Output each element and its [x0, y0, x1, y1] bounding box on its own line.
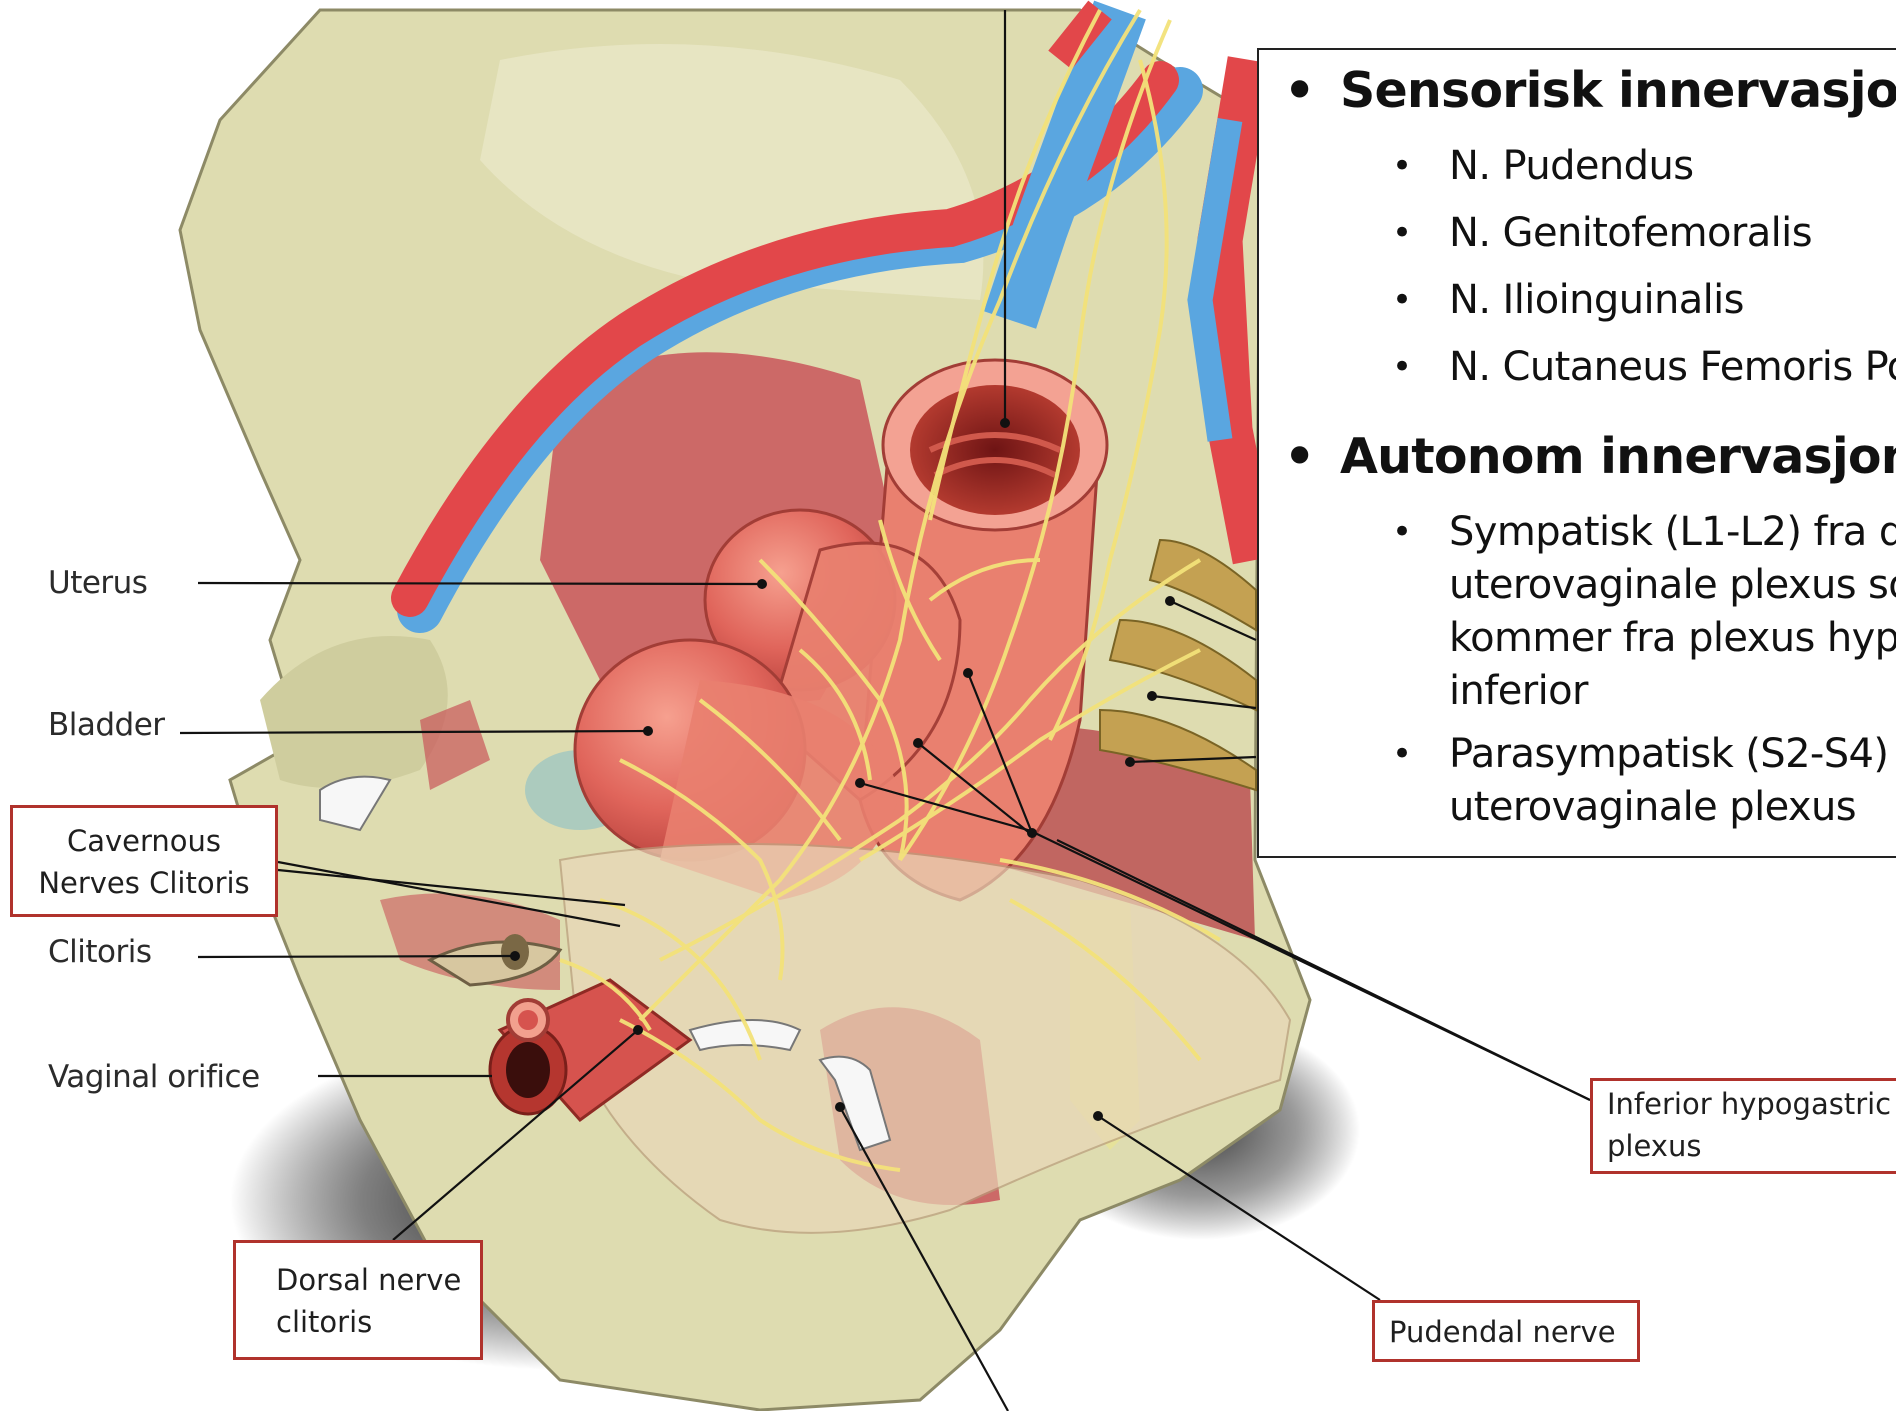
- label-line: Inferior hypogastric: [1607, 1083, 1896, 1125]
- bullet-icon: •: [1392, 140, 1411, 193]
- innervation-info-box: Sensorisk innervasjon • N. Pudendus • N.…: [1257, 48, 1896, 858]
- label-vaginal-orifice: Vaginal orifice: [48, 1059, 260, 1095]
- heading-text: Sensorisk innervasjon: [1340, 62, 1896, 119]
- label-line: clitoris: [276, 1301, 480, 1343]
- label-line: Nerves Clitoris: [13, 862, 275, 904]
- label-line: Dorsal nerve: [276, 1259, 480, 1301]
- label-line: plexus: [1607, 1125, 1896, 1167]
- bullet-icon: •: [1392, 728, 1411, 781]
- label-uterus: Uterus: [48, 565, 147, 601]
- item-text: Sympatisk (L1-L2) fra d: [1449, 506, 1896, 559]
- bullet-icon: •: [1392, 207, 1411, 260]
- label-bladder: Bladder: [48, 707, 165, 743]
- item-text: inferior: [1449, 665, 1896, 718]
- item-text: N. Pudendus: [1449, 140, 1693, 193]
- label-dorsal-nerve-clitoris: Dorsal nerve clitoris: [233, 1240, 483, 1360]
- bullet-icon: •: [1392, 274, 1411, 327]
- autonomic-item-parasympathetic: • Parasympatisk (S2-S4) f uterovaginale …: [1392, 728, 1896, 834]
- bullet-icon: •: [1392, 506, 1411, 559]
- item-text: N. Cutaneus Femoris Po: [1449, 341, 1896, 394]
- sensory-item: • N. Genitofemoralis: [1392, 207, 1812, 260]
- label-inferior-hypogastric-plexus: Inferior hypogastric plexus: [1590, 1078, 1896, 1174]
- heading-text: Autonom innervasjon: [1340, 428, 1896, 485]
- autonomic-item-sympathetic: • Sympatisk (L1-L2) fra d uterovaginale …: [1392, 506, 1896, 718]
- sensory-item: • N. Pudendus: [1392, 140, 1693, 193]
- label-line: Pudendal nerve: [1389, 1311, 1637, 1353]
- heading-autonomic-innervation: Autonom innervasjon: [1284, 428, 1896, 485]
- item-text: kommer fra plexus hypo: [1449, 612, 1896, 665]
- item-text: N. Genitofemoralis: [1449, 207, 1812, 260]
- heading-sensory-innervation: Sensorisk innervasjon: [1284, 62, 1896, 119]
- bullet-icon: •: [1392, 341, 1411, 394]
- item-text: uterovaginale plexus: [1449, 781, 1896, 834]
- label-pudendal-nerve: Pudendal nerve: [1372, 1300, 1640, 1362]
- label-line: Cavernous: [13, 820, 275, 862]
- label-cavernous-nerves-clitoris: Cavernous Nerves Clitoris: [10, 805, 278, 917]
- item-text: Parasympatisk (S2-S4) f: [1449, 728, 1896, 781]
- item-text: N. Ilioinguinalis: [1449, 274, 1744, 327]
- item-text: uterovaginale plexus so: [1449, 559, 1896, 612]
- sensory-item: • N. Cutaneus Femoris Po: [1392, 341, 1896, 394]
- sensory-item: • N. Ilioinguinalis: [1392, 274, 1744, 327]
- label-clitoris: Clitoris: [48, 934, 152, 970]
